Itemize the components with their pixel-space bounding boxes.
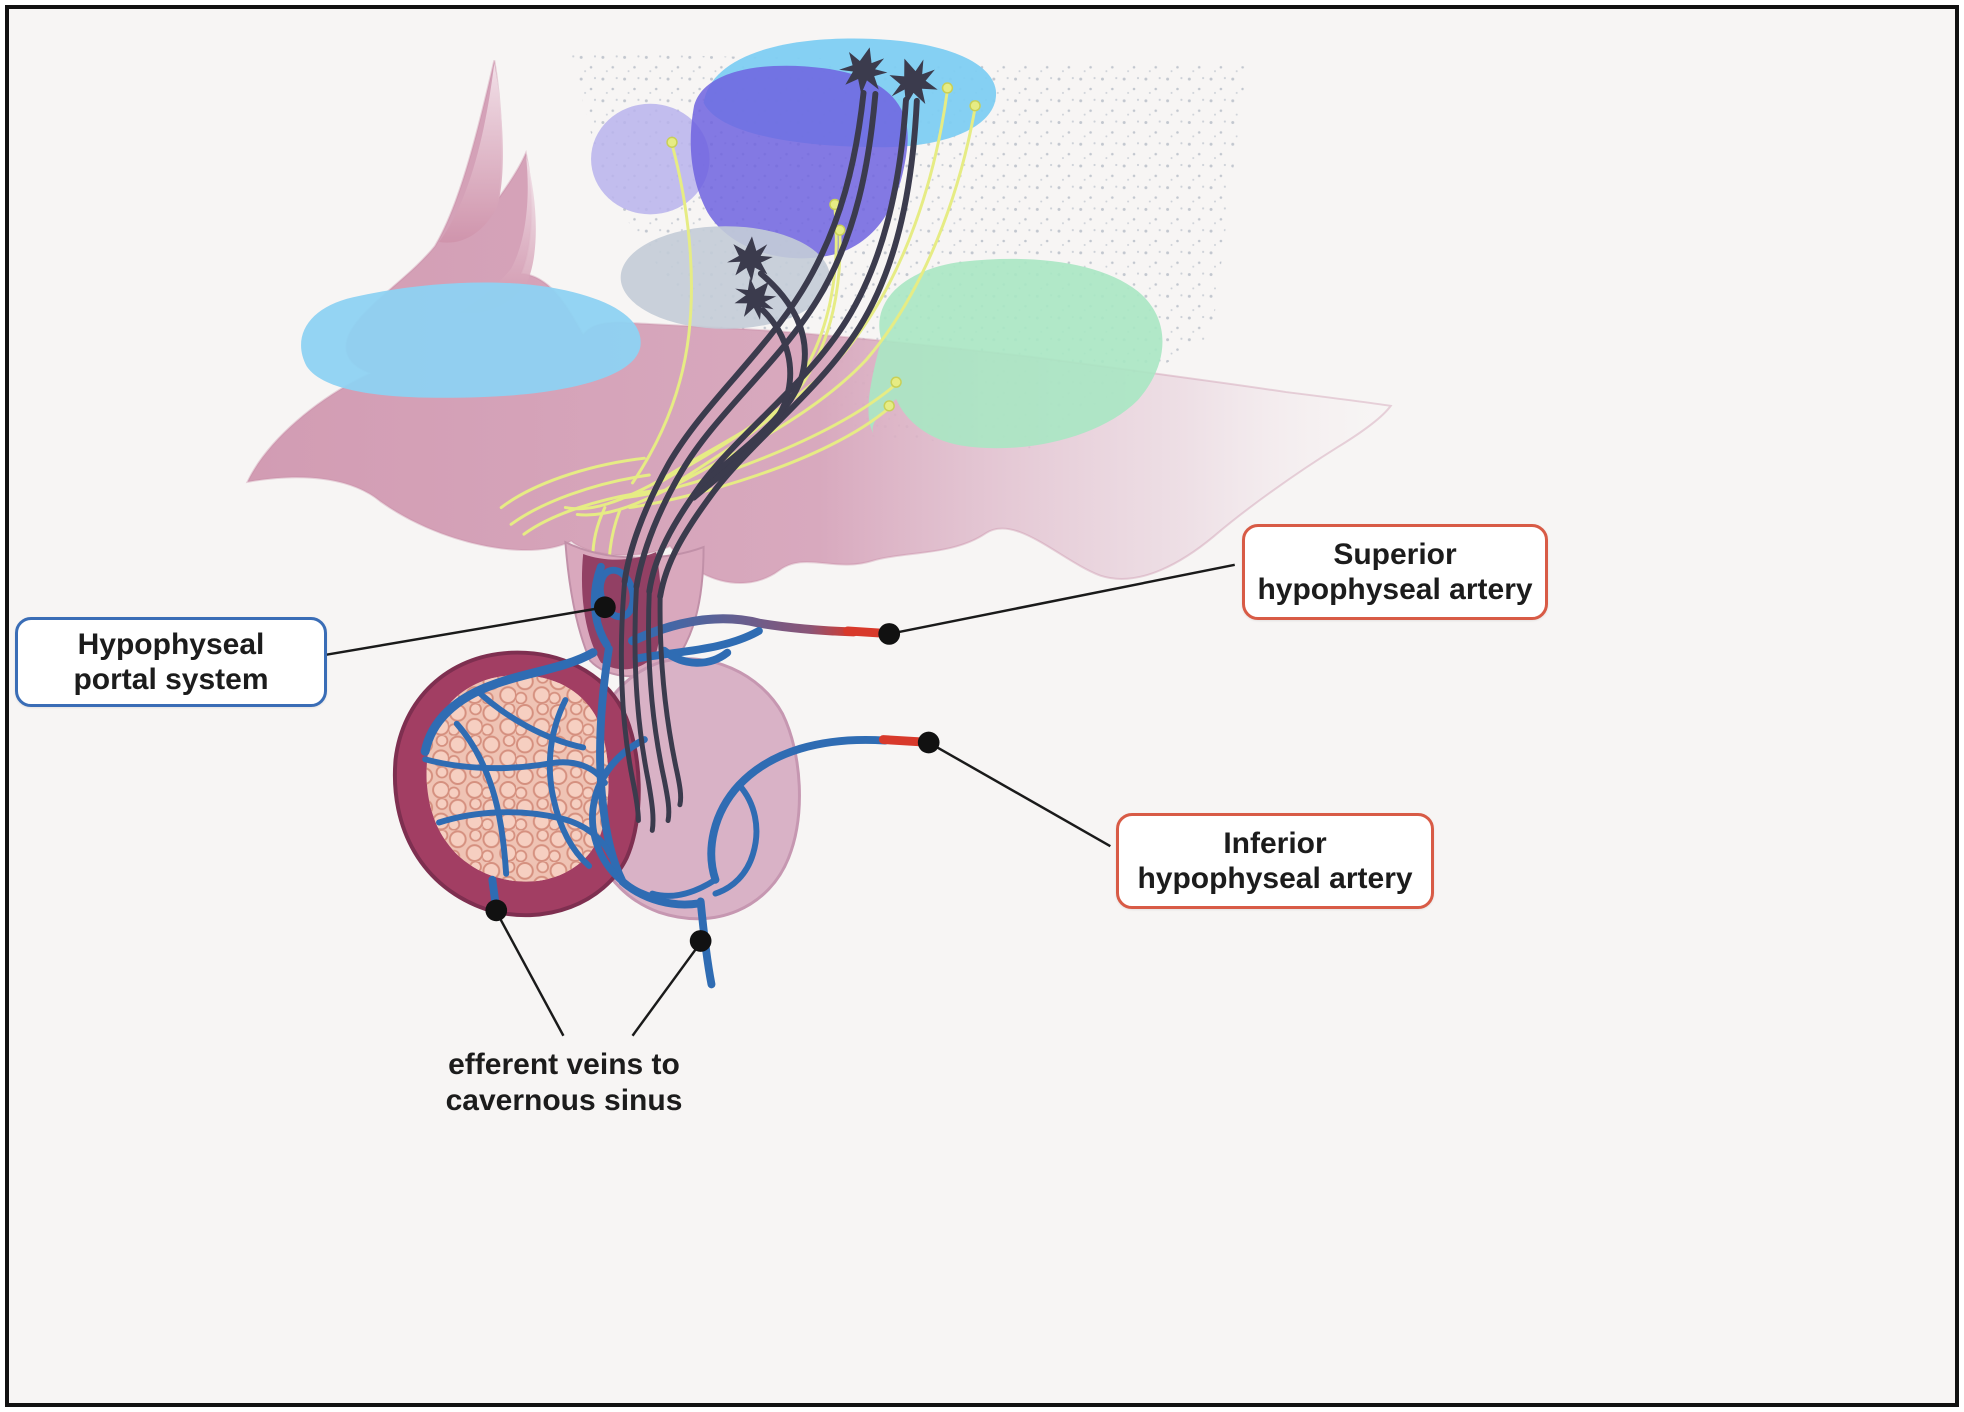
region-lavender	[591, 103, 710, 215]
label-line: Hypophyseal	[77, 628, 265, 661]
region-optic-blue	[301, 282, 641, 398]
label-line: Inferior	[1223, 827, 1327, 860]
marker-dot-portal	[594, 596, 616, 619]
label-line: cavernous sinus	[445, 1084, 683, 1117]
label-line: efferent veins to	[448, 1048, 680, 1081]
label-line: hypophyseal artery	[1257, 573, 1533, 606]
connector-inferior	[928, 741, 1111, 848]
hypothalamic-nuclei-regions	[301, 38, 1163, 449]
connector-efferent-center	[631, 943, 701, 1037]
magnocellular-neurons-axons	[618, 41, 945, 833]
label-line: portal system	[73, 663, 269, 696]
anatomy-illustration	[245, 38, 1393, 1037]
marker-dot-efferent-left	[485, 899, 508, 922]
region-green	[868, 258, 1163, 449]
marker-dot-efferent-center	[689, 930, 712, 952]
region-grayblue	[620, 226, 830, 329]
artery-red-tips	[843, 626, 938, 747]
fornix-horn	[439, 63, 503, 243]
connector-portal	[326, 606, 606, 656]
label-inferior-hypophyseal-artery: Inferior hypophyseal artery	[1116, 813, 1434, 909]
label-line: hypophyseal artery	[1137, 862, 1413, 895]
marker-dot-superior	[878, 623, 901, 645]
fiber-origin-dots	[666, 82, 981, 412]
fornix-horn	[459, 155, 536, 314]
label-hypophyseal-portal-system: Hypophyseal portal system	[15, 617, 327, 707]
connector-superior	[888, 563, 1235, 636]
marker-dots	[485, 596, 940, 952]
connector-efferent-left	[496, 912, 565, 1037]
marker-dot-inferior	[917, 731, 940, 754]
label-line: Superior	[1333, 538, 1457, 571]
diagram-frame: Hypophyseal portal system Superior hypop…	[5, 5, 1959, 1407]
connector-lines	[326, 563, 1235, 1037]
label-superior-hypophyseal-artery: Superior hypophyseal artery	[1242, 524, 1548, 620]
label-efferent-veins: efferent veins to cavernous sinus	[389, 1047, 739, 1119]
